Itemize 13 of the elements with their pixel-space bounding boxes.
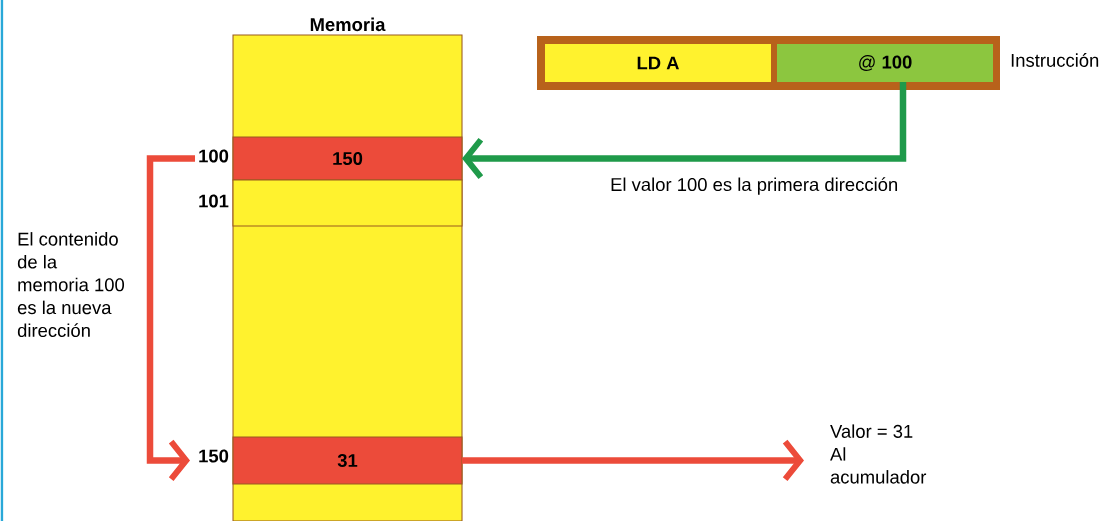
node-label: Memoria — [310, 17, 386, 32]
edge-label: El valor 100 es la primera dirección — [611, 177, 897, 195]
edge-label: El contenido de la memoria 100 es la nueva dirección — [17, 232, 125, 338]
memory-cell: 150 — [232, 136, 463, 181]
memory-cell: 31 — [232, 436, 463, 485]
address-label: 100 — [199, 149, 229, 163]
memory-cell — [232, 179, 463, 227]
operand-cell: @ 100 — [777, 44, 993, 82]
address-label: 101 — [199, 194, 229, 208]
opcode-cell: LD A — [545, 44, 771, 82]
result-text: Valor = 31 Al acumulador — [830, 424, 927, 484]
address-label: 150 — [199, 449, 229, 463]
instruction-label: Instrucción — [1011, 53, 1099, 67]
